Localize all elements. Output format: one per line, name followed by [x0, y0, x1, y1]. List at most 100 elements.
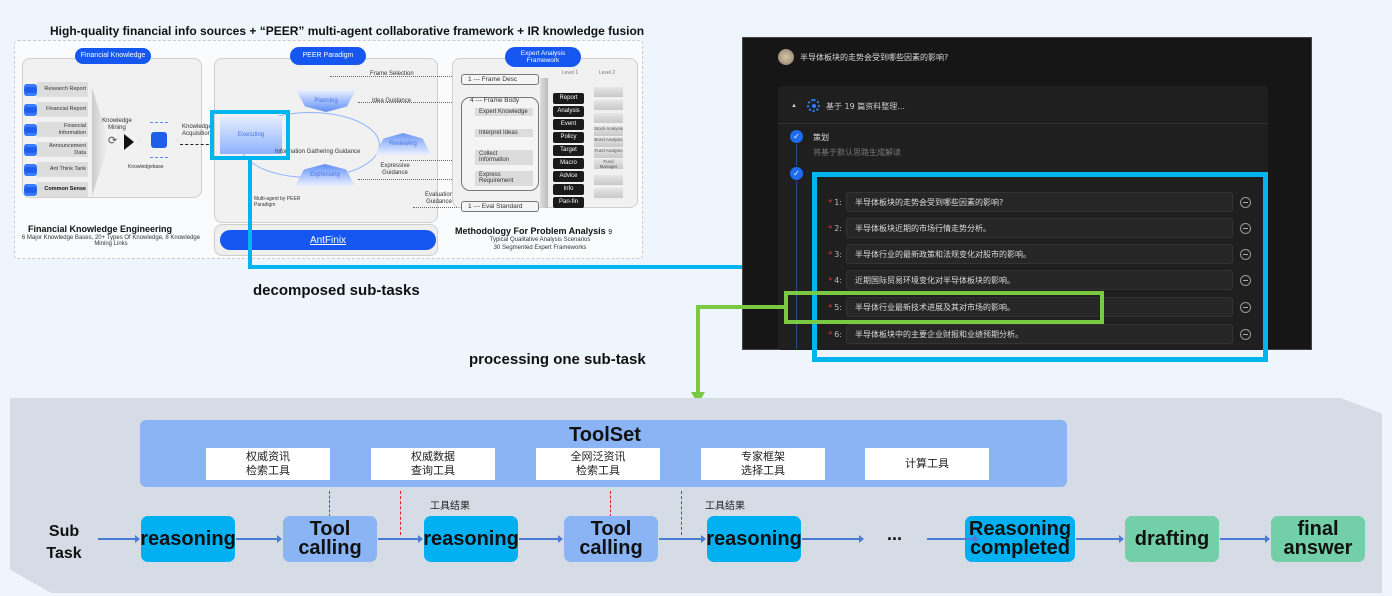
level1-item: Event: [553, 119, 584, 130]
level1-item: Analysis: [553, 106, 584, 117]
expressing-node: Expressing: [295, 164, 355, 186]
step-tool-calling: Tool calling: [564, 516, 658, 562]
level2-header: Level 2: [599, 70, 616, 76]
timeline-line: [796, 144, 797, 166]
planning-node: Planning: [296, 90, 356, 112]
subtask-input[interactable]: 半导体板块中的主要企业财报和业绩预期分析。: [846, 324, 1233, 344]
cyan-connector-horizontal: [248, 265, 798, 269]
frame-desc-box: 1 --- Frame Desc: [461, 74, 539, 85]
connector-line: [413, 207, 461, 208]
level1-item: Report: [553, 93, 584, 104]
peer-badge: PEER Paradigm: [290, 47, 366, 65]
collapse-icon[interactable]: ▲: [791, 103, 797, 109]
level1-item: Target: [553, 145, 584, 156]
step-final-answer: final answer: [1271, 516, 1365, 562]
subtask-input[interactable]: 半导体板块近期的市场行情走势分析。: [846, 218, 1233, 238]
subtask-row: *4:近期国际贸易环境变化对半导体板块的影响。: [822, 270, 1252, 290]
level1-item: Info: [553, 184, 584, 195]
processing-label: processing one sub-task: [469, 351, 646, 368]
remove-icon[interactable]: [1240, 328, 1251, 340]
tool-result-arrow: [400, 491, 401, 535]
subtask-row: *3:半导体行业的最新政策和法规变化对股市的影响。: [822, 244, 1252, 264]
level1-header: Level 1: [562, 70, 579, 76]
remove-icon[interactable]: [1240, 274, 1251, 286]
remove-icon[interactable]: [1240, 248, 1251, 260]
frame-body-item: Collect Information: [475, 150, 533, 165]
tool-web-news: 全网泛资讯 检索工具: [536, 448, 660, 480]
level2-item: Stock Analysis: [594, 126, 623, 136]
timeline-line: [796, 181, 797, 349]
kb-source: Announcement Data: [24, 142, 88, 157]
subtask-input[interactable]: 半导体行业最新技术进展及其对市场的影响。: [846, 297, 1233, 317]
sub-task-label: Sub Task: [46, 523, 82, 563]
knowledge-mining-label: Knowledge Mining: [102, 118, 132, 131]
ellipsis: ...: [887, 524, 903, 544]
subtask-input[interactable]: 近期国际贸易环境变化对半导体板块的影响。: [846, 270, 1233, 290]
expressive-guidance-label: Expressive Guidance: [380, 163, 410, 176]
step-reasoning: reasoning: [140, 516, 236, 562]
tool-authoritative-news: 权威资讯 检索工具: [206, 448, 330, 480]
database-icon: [24, 83, 37, 96]
green-connector-horizontal: [696, 305, 786, 309]
flow-arrow: [98, 535, 140, 543]
frame-body-item: Expert Knowledge: [475, 108, 533, 117]
mpa-caption-sub1: Typical Qualitative Analysis Scenarios: [489, 237, 591, 243]
idea-guidance-label: Idea Guidance: [372, 98, 412, 104]
step-reasoning: reasoning: [706, 516, 802, 562]
knowledge-acquisition-label: Knowledge Acquisition: [182, 124, 212, 137]
kb-source: Ant Think Tank: [24, 162, 88, 177]
refresh-icon: ⟳: [108, 135, 118, 147]
database-icon: [24, 163, 37, 176]
database-icon: [24, 183, 37, 196]
toolset-title: ToolSet: [569, 424, 641, 446]
status-text: 基于 19 篇资料整理...: [826, 102, 905, 111]
antfinix-brand: AntFinix: [220, 230, 436, 250]
frame-body-item: Express Requirement: [475, 171, 533, 186]
knowledgebase-icon: [140, 122, 178, 158]
subtask-input[interactable]: 半导体板块的走势会受到哪些因素的影响?: [846, 192, 1233, 212]
level1-item: Macro: [553, 158, 584, 169]
level2-item: Fund Analysis: [594, 148, 623, 158]
info-gathering-label: Information Gathering Guidance: [275, 149, 361, 155]
frame-body-label: 4 --- Frame Body: [470, 97, 520, 104]
subtask-row: *1:半导体板块的走势会受到哪些因素的影响?: [822, 192, 1252, 212]
flow-arrow: [519, 535, 563, 543]
tool-expert-framework: 专家框架 选择工具: [701, 448, 825, 480]
flow-arrow: [927, 535, 979, 543]
financial-knowledge-badge: Financial Knowledge: [75, 48, 151, 64]
kb-source: Financial Information: [24, 122, 88, 137]
mpa-caption-sub2: 30 Segmented Expert Frameworks: [493, 245, 587, 251]
reviewing-node: Reviewing: [375, 133, 431, 155]
card-divider: [778, 123, 1268, 124]
connector-line: [400, 160, 460, 161]
remove-icon[interactable]: [1240, 301, 1251, 313]
decomposed-label: decomposed sub-tasks: [253, 282, 420, 299]
kb-source: Financial Report: [24, 102, 88, 117]
tool-result-label: 工具结果: [430, 501, 470, 512]
remove-icon[interactable]: [1240, 222, 1251, 234]
remove-icon[interactable]: [1240, 196, 1251, 208]
fke-caption-title: Financial Knowledge Engineering: [28, 224, 173, 234]
tool-authoritative-data: 权威数据 查询工具: [371, 448, 495, 480]
level2-item: [594, 188, 623, 198]
level2-item: Fund Manager: [594, 159, 623, 169]
step-reasoning: reasoning: [423, 516, 519, 562]
level2-item: [594, 175, 623, 185]
bracket-bar: [540, 78, 548, 208]
executing-highlight: [210, 110, 290, 160]
knowledgebase-label: Knowledgebase: [128, 164, 164, 170]
connector-line: [358, 179, 458, 180]
frame-body-item: Interpret Ideas: [475, 129, 533, 138]
step-plan-desc: 将基于默认思路生成解读: [813, 148, 901, 157]
flow-arrow: [236, 535, 282, 543]
evaluation-guidance-label: Evaluation Guidance: [424, 192, 454, 205]
kb-source: Common Sense: [24, 182, 88, 197]
subtask-input[interactable]: 半导体行业的最新政策和法规变化对股市的影响。: [846, 244, 1233, 264]
level1-item: Advice: [553, 171, 584, 182]
expert-badge: Expert Analysis Framework: [505, 47, 581, 67]
database-icon: [24, 123, 37, 136]
tool-calculator: 计算工具: [865, 448, 989, 480]
kb-source: Research Report: [24, 82, 88, 97]
step-reasoning-completed: Reasoning completed: [965, 516, 1075, 562]
flow-arrow: [1220, 535, 1270, 543]
